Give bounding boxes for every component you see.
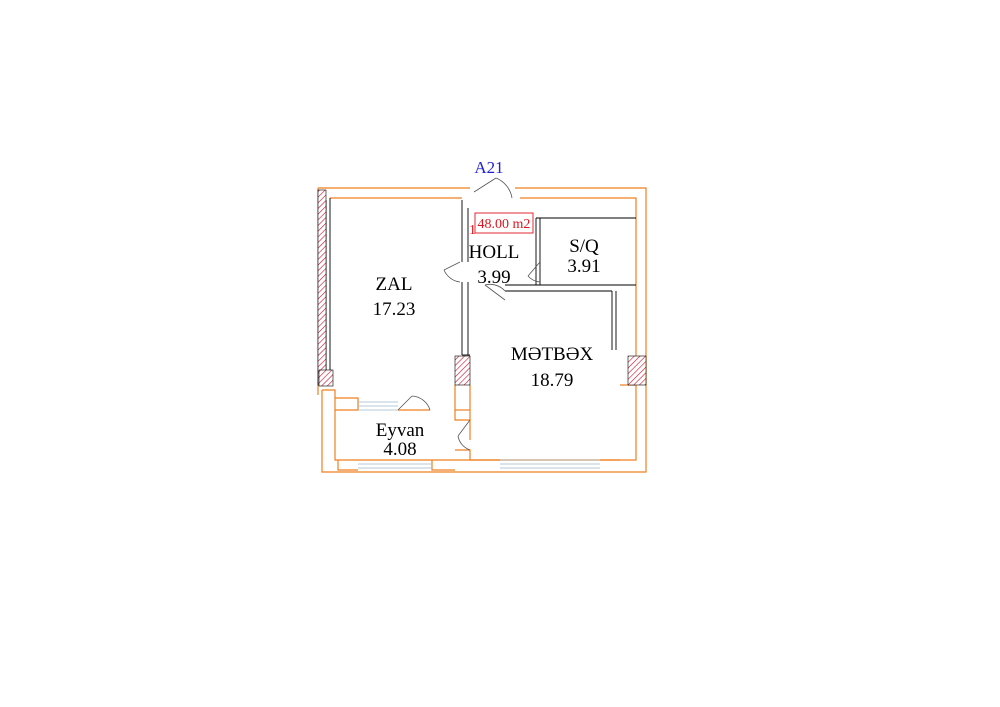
room-metbex: MƏTBƏX 18.79	[511, 344, 594, 391]
area-index: 1	[469, 223, 476, 238]
column-hatch	[318, 369, 334, 387]
total-area-box: 1 48.00 m2	[469, 212, 534, 238]
room-area: 17.23	[373, 299, 416, 320]
room-name: S/Q	[569, 236, 599, 257]
room-name: HOLL	[469, 242, 520, 263]
room-name: MƏTBƏX	[511, 344, 594, 365]
room-name: Eyvan	[376, 420, 425, 441]
total-area: 48.00 m2	[478, 217, 531, 232]
balcony-walls	[335, 384, 636, 471]
unit-code: A21	[474, 158, 503, 177]
columns	[317, 189, 647, 387]
room-sq: S/Q 3.91	[567, 236, 600, 277]
room-area: 3.91	[567, 256, 600, 277]
room-eyvan: Eyvan 4.08	[376, 420, 425, 460]
room-name: ZAL	[376, 274, 413, 295]
windows	[358, 401, 600, 469]
column-hatch	[317, 189, 327, 386]
room-area: 18.79	[531, 370, 574, 391]
room-zal: ZAL 17.23	[373, 274, 416, 320]
room-holl: HOLL 3.99	[469, 242, 520, 288]
room-area: 4.08	[383, 439, 416, 460]
doors	[397, 177, 541, 451]
column-hatch	[627, 355, 647, 386]
room-area: 3.99	[477, 267, 510, 288]
column-hatch	[454, 355, 471, 386]
